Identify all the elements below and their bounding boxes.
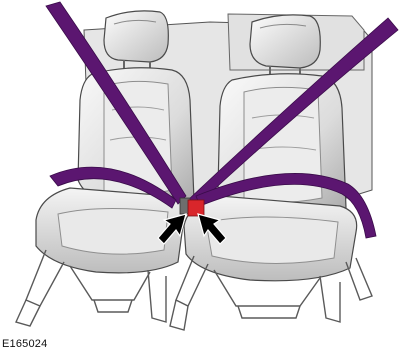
buckles <box>180 198 204 216</box>
figure-code: E165024 <box>2 337 47 351</box>
right-buckle <box>188 200 204 216</box>
